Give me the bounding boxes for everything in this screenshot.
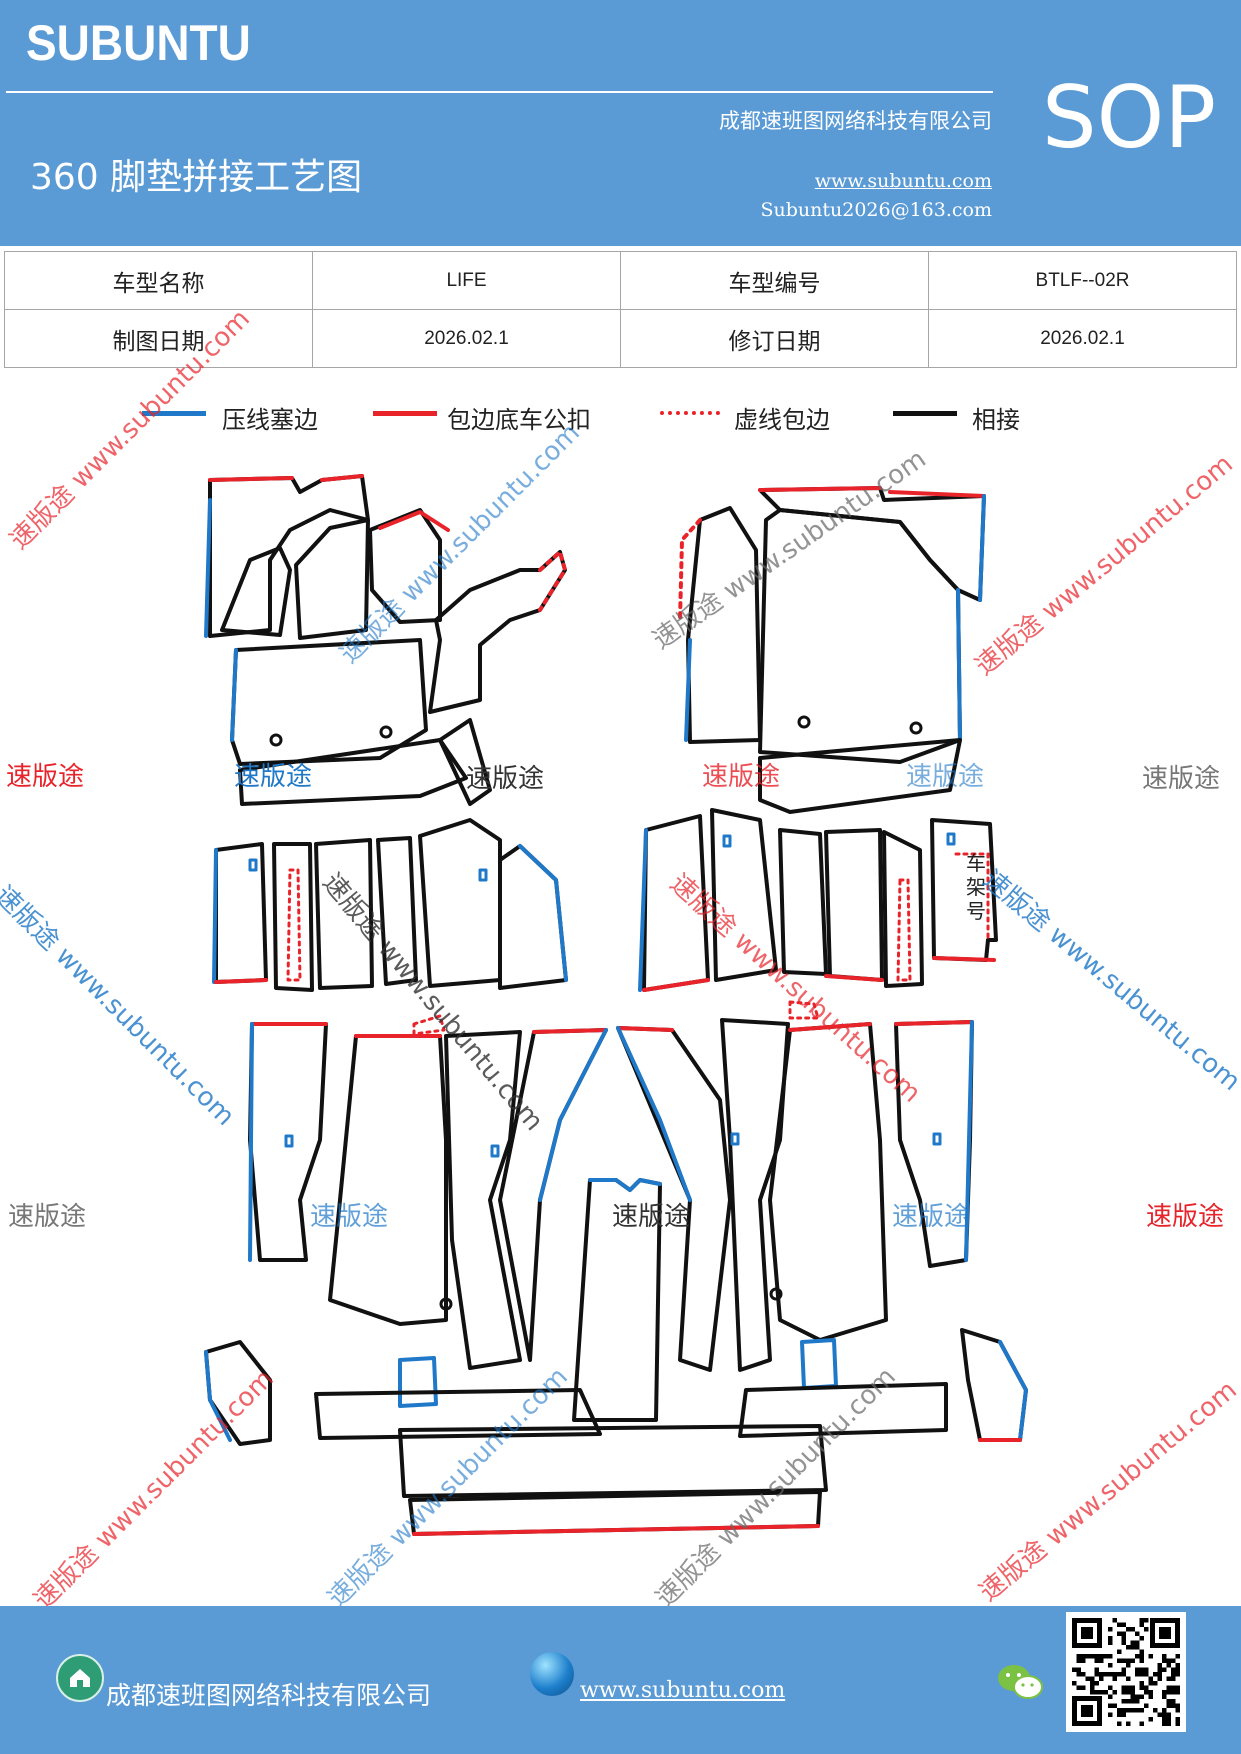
draw-date-value: 2026.02.1 bbox=[312, 309, 621, 368]
mat-piece bbox=[418, 818, 502, 988]
watermark: 速版途 bbox=[906, 762, 985, 792]
watermark: 速版途 bbox=[1142, 764, 1221, 794]
mat-piece bbox=[314, 838, 374, 990]
model-name-value: LIFE bbox=[312, 251, 621, 310]
header-company: 成都速班图网络科技有限公司 bbox=[719, 109, 992, 133]
mat-piece bbox=[438, 718, 492, 806]
mat-piece bbox=[800, 1338, 838, 1390]
mat-piece bbox=[398, 1356, 438, 1408]
watermark: 速版途 bbox=[234, 762, 313, 792]
mat-hole bbox=[269, 733, 283, 747]
mat-hole bbox=[797, 715, 811, 729]
footer-website-link[interactable]: www.subuntu.com bbox=[580, 1678, 786, 1703]
page-title: 360 脚垫拼接工艺图 bbox=[30, 157, 363, 198]
home-icon bbox=[56, 1654, 104, 1702]
mat-piece bbox=[758, 738, 962, 814]
mat-piece bbox=[444, 1030, 522, 1370]
table-row: 车型名称 LIFE 车型编号 BTLF--02R bbox=[4, 251, 1237, 310]
model-name-label: 车型名称 bbox=[4, 251, 313, 310]
legend-label: 虚线包边 bbox=[734, 406, 830, 434]
mat-piece bbox=[314, 1388, 602, 1440]
mat-piece bbox=[824, 828, 884, 982]
mat-piece bbox=[960, 1328, 1028, 1442]
legend: 压线塞边 包边底车公扣 虚线包边 相接 bbox=[0, 396, 1241, 436]
mat-hole bbox=[379, 725, 393, 739]
watermark: 速版途 bbox=[702, 762, 781, 792]
mat-piece bbox=[616, 1026, 732, 1372]
watermark: 速版途 bbox=[466, 764, 545, 794]
watermark: 速版途 bbox=[6, 762, 85, 792]
mat-group-bottom bbox=[204, 1000, 1028, 1536]
mat-piece bbox=[214, 842, 268, 984]
mat-piece bbox=[778, 828, 828, 976]
mat-piece bbox=[498, 844, 568, 990]
mat-group-top-left bbox=[204, 474, 568, 992]
header-email[interactable]: Subuntu2026@163.com bbox=[760, 199, 992, 221]
mat-piece bbox=[710, 808, 778, 982]
legend-swatch-red-dotted bbox=[660, 411, 720, 415]
floor-mat-diagram: 车架号 bbox=[0, 304, 1241, 1616]
mat-piece bbox=[294, 518, 370, 640]
mat-group-top-right: 车架号 bbox=[638, 486, 998, 992]
qr-code bbox=[1066, 1612, 1186, 1732]
legend-swatch-red bbox=[373, 411, 437, 416]
header-divider bbox=[6, 91, 993, 93]
legend-label: 包边底车公扣 bbox=[447, 406, 591, 434]
mat-piece bbox=[882, 830, 924, 988]
page-footer: 成都速班图网络科技有限公司 www.subuntu.com bbox=[0, 1606, 1241, 1754]
watermark: 速版途 bbox=[1146, 1202, 1225, 1232]
watermark: 速版途 bbox=[8, 1202, 87, 1232]
mat-piece bbox=[328, 1034, 448, 1326]
brand-logo: SUBUNTU bbox=[26, 15, 251, 71]
mat-piece bbox=[738, 1382, 948, 1438]
mat-piece bbox=[272, 842, 314, 992]
mat-pattern-svg: 车架号 bbox=[204, 474, 1028, 1536]
mat-piece bbox=[208, 474, 370, 638]
header-website-link[interactable]: www.subuntu.com bbox=[814, 170, 992, 192]
frame-number-label: 车架号 bbox=[966, 851, 986, 923]
footer-company: 成都速班图网络科技有限公司 bbox=[106, 1681, 432, 1710]
mat-piece bbox=[376, 836, 418, 986]
watermark: 速版途 bbox=[612, 1202, 691, 1232]
legend-swatch-black bbox=[893, 411, 957, 416]
mat-hole bbox=[439, 1297, 453, 1311]
table-row: 制图日期 2026.02.1 修订日期 2026.02.1 bbox=[4, 309, 1237, 368]
revision-date-label: 修订日期 bbox=[620, 309, 929, 368]
model-code-value: BTLF--02R bbox=[928, 251, 1237, 310]
mat-piece bbox=[398, 1424, 828, 1498]
wechat-icon[interactable] bbox=[996, 1660, 1044, 1704]
mat-hole bbox=[769, 1287, 783, 1301]
legend-swatch-blue bbox=[142, 411, 206, 416]
page-header: SUBUNTU 成都速班图网络科技有限公司 360 脚垫拼接工艺图 www.su… bbox=[0, 0, 1241, 246]
model-code-label: 车型编号 bbox=[620, 251, 929, 310]
draw-date-label: 制图日期 bbox=[4, 309, 313, 368]
sop-badge: SOP bbox=[1042, 68, 1217, 168]
mat-piece bbox=[788, 1000, 820, 1020]
legend-label: 相接 bbox=[972, 406, 1020, 434]
mat-piece bbox=[220, 546, 292, 637]
mat-piece bbox=[768, 1022, 888, 1342]
mat-piece bbox=[238, 738, 468, 806]
vehicle-info-table: 车型名称 LIFE 车型编号 BTLF--02R 制图日期 2026.02.1 … bbox=[4, 251, 1237, 368]
mat-hole bbox=[909, 721, 923, 735]
legend-label: 压线塞边 bbox=[222, 406, 318, 434]
watermark: 速版途 bbox=[310, 1202, 389, 1232]
mat-piece bbox=[412, 1014, 446, 1036]
globe-icon bbox=[530, 1652, 574, 1696]
watermark: 速版途 bbox=[892, 1202, 971, 1232]
revision-date-value: 2026.02.1 bbox=[928, 309, 1237, 368]
